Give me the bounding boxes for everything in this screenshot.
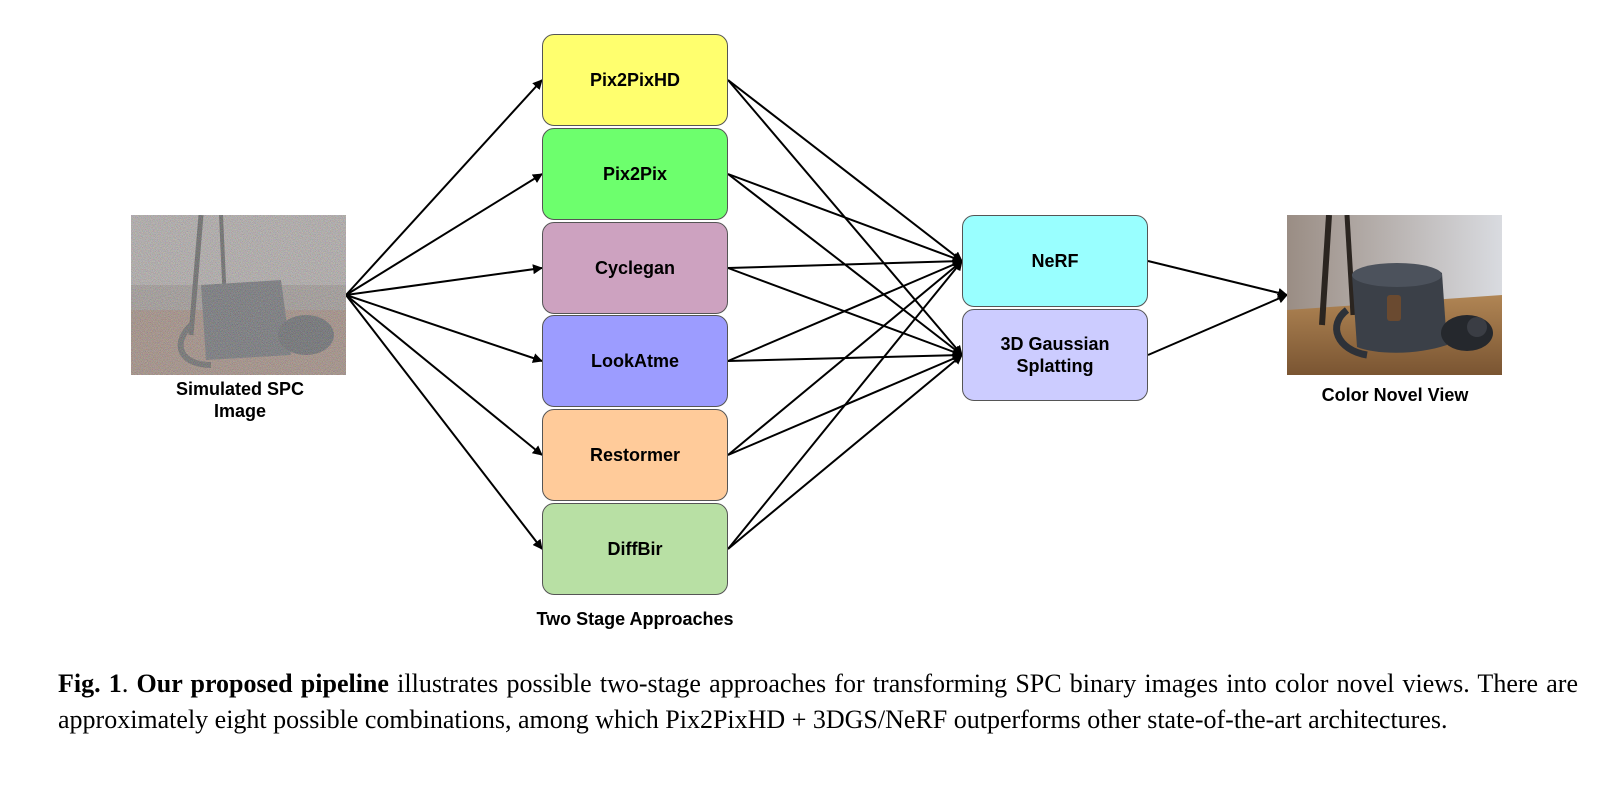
arrow-input-to-stage1-0 — [345, 79, 543, 296]
input-label-line1: Simulated SPC — [175, 379, 305, 399]
pipeline-diagram — [345, 79, 1288, 550]
method-label: LookAtme — [590, 351, 679, 371]
input-label: Simulated SPC Image — [150, 378, 330, 422]
noisy-photo-graphic — [131, 215, 346, 375]
arrow-input-to-stage1-3 — [345, 294, 543, 363]
method-box-lookatme: LookAtme — [542, 315, 728, 407]
arrow-stage1-5-to-stage2-0 — [727, 260, 963, 550]
output-novel-view-image — [1287, 215, 1502, 375]
method-box-pix2pix: Pix2Pix — [542, 128, 728, 220]
arrow-stage1-0-to-stage2-0 — [727, 79, 963, 262]
method-box-diffbir: DiffBir — [542, 503, 728, 595]
input-label-line2: Image — [213, 401, 267, 421]
caption-bold-text: Our proposed pipeline — [136, 669, 389, 698]
stage1-group-label: Two Stage Approaches — [536, 609, 734, 629]
arrow-stage1-2-to-stage2-0 — [727, 256, 963, 269]
caption-fig-number: Fig. 1 — [58, 669, 122, 698]
arrow-stage1-3-to-stage2-0 — [727, 259, 963, 362]
arrow-input-to-stage1-4 — [345, 294, 543, 456]
method-label: Restormer — [589, 445, 681, 465]
arrow-input-to-stage1-1 — [345, 173, 543, 296]
arrow-input-to-stage1-5 — [345, 294, 543, 550]
arrow-input-to-stage1-2 — [345, 264, 543, 296]
method-box-pix2pixhd: Pix2PixHD — [542, 34, 728, 126]
input-spc-image — [131, 215, 346, 375]
color-photo-graphic — [1287, 215, 1502, 375]
arrows-layer — [345, 79, 1288, 550]
method-label: Cyclegan — [594, 258, 676, 278]
method-label: 3D Gaussian Splatting — [1000, 334, 1110, 376]
arrow-stage1-1-to-stage2-0 — [727, 173, 963, 263]
caption-separator: . — [121, 669, 137, 698]
caption-body-text: illustrates possible two-stage approache… — [58, 669, 1578, 734]
output-label: Color Novel View — [1321, 385, 1469, 405]
method-box-restormer: Restormer — [542, 409, 728, 501]
arrow-stage1-4-to-stage2-0 — [727, 260, 963, 456]
method-box-cyclegan: Cyclegan — [542, 222, 728, 314]
method-label: DiffBir — [607, 539, 663, 559]
figure-caption: Fig. 1. Our proposed pipeline illustrate… — [58, 666, 1578, 738]
method-label: Pix2Pix — [602, 164, 668, 184]
method-box-nerf: NeRF — [962, 215, 1148, 307]
arrow-stage2-1-to-output — [1147, 293, 1288, 356]
method-box-3d-gaussian-splatting: 3D Gaussian Splatting — [962, 309, 1148, 401]
arrow-stage2-0-to-output — [1147, 260, 1288, 298]
method-label: Pix2PixHD — [589, 70, 681, 90]
method-label: NeRF — [1031, 251, 1079, 271]
arrow-stage1-5-to-stage2-1 — [727, 354, 963, 550]
